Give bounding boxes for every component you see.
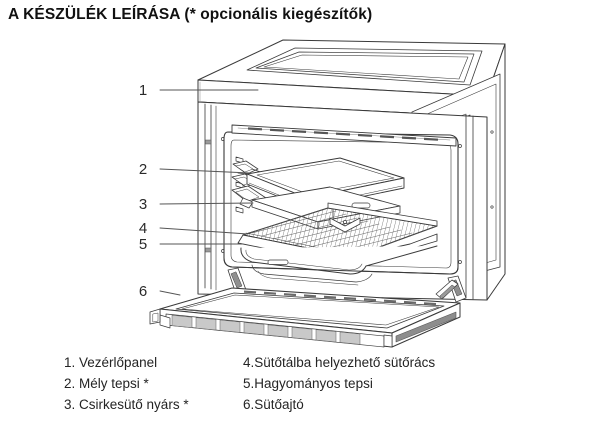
legend-item-2-label: Mély tepsi * [79,376,149,391]
callout-3: 3 [139,196,147,213]
legend-item-4-label: Sütőtálba helyezhető sütőrács [254,355,436,370]
legend-column-right: 4.Sütőtálba helyezhető sütőrács 5.Hagyom… [243,352,435,415]
callout-leader-lines [159,89,259,296]
legend-item-6-number: 6. [243,397,255,412]
legend: 1. Vezérlőpanel 2. Mély tepsi * 3. Csirk… [0,352,600,437]
legend-item-5: 5.Hagyományos tepsi [243,373,435,394]
legend-item-2-number: 2. [64,376,76,391]
legend-column-left: 1. Vezérlőpanel 2. Mély tepsi * 3. Csirk… [64,352,189,415]
legend-item-5-number: 5. [243,376,255,391]
legend-item-5-label: Hagyományos tepsi [254,376,373,391]
deep-tray [237,157,405,209]
oven-diagram: 1 2 3 4 5 6 [0,22,600,352]
callout-2: 2 [139,161,147,178]
legend-item-1-number: 1. [64,355,76,370]
legend-item-3: 3. Csirkesütő nyárs * [64,394,189,415]
grill-heating-element [231,124,457,147]
oven-top-surface [197,39,506,97]
legend-item-1: 1. Vezérlőpanel [64,352,189,373]
callout-1: 1 [139,82,147,99]
callout-numbers: 1 2 3 4 5 6 [139,82,147,300]
page-title: A KÉSZÜLÉK LEÍRÁSA (* opcionális kiegész… [8,6,373,23]
legend-item-6: 6.Sütőajtó [243,394,435,415]
callout-6: 6 [139,283,147,300]
callout-5: 5 [139,236,147,253]
legend-item-4: 4.Sütőtálba helyezhető sütőrács [243,352,435,373]
legend-item-1-label: Vezérlőpanel [79,355,158,370]
conventional-tray [237,233,438,286]
callout-4: 4 [139,220,147,237]
legend-item-6-label: Sütőajtó [254,397,304,412]
oven-line-drawing: 1 2 3 4 5 6 [139,39,506,348]
oven-door [149,279,461,348]
legend-item-4-number: 4. [243,355,255,370]
legend-item-3-number: 3. [64,397,76,412]
legend-item-3-label: Csirkesütő nyárs * [79,397,189,412]
legend-item-2: 2. Mély tepsi * [64,373,189,394]
